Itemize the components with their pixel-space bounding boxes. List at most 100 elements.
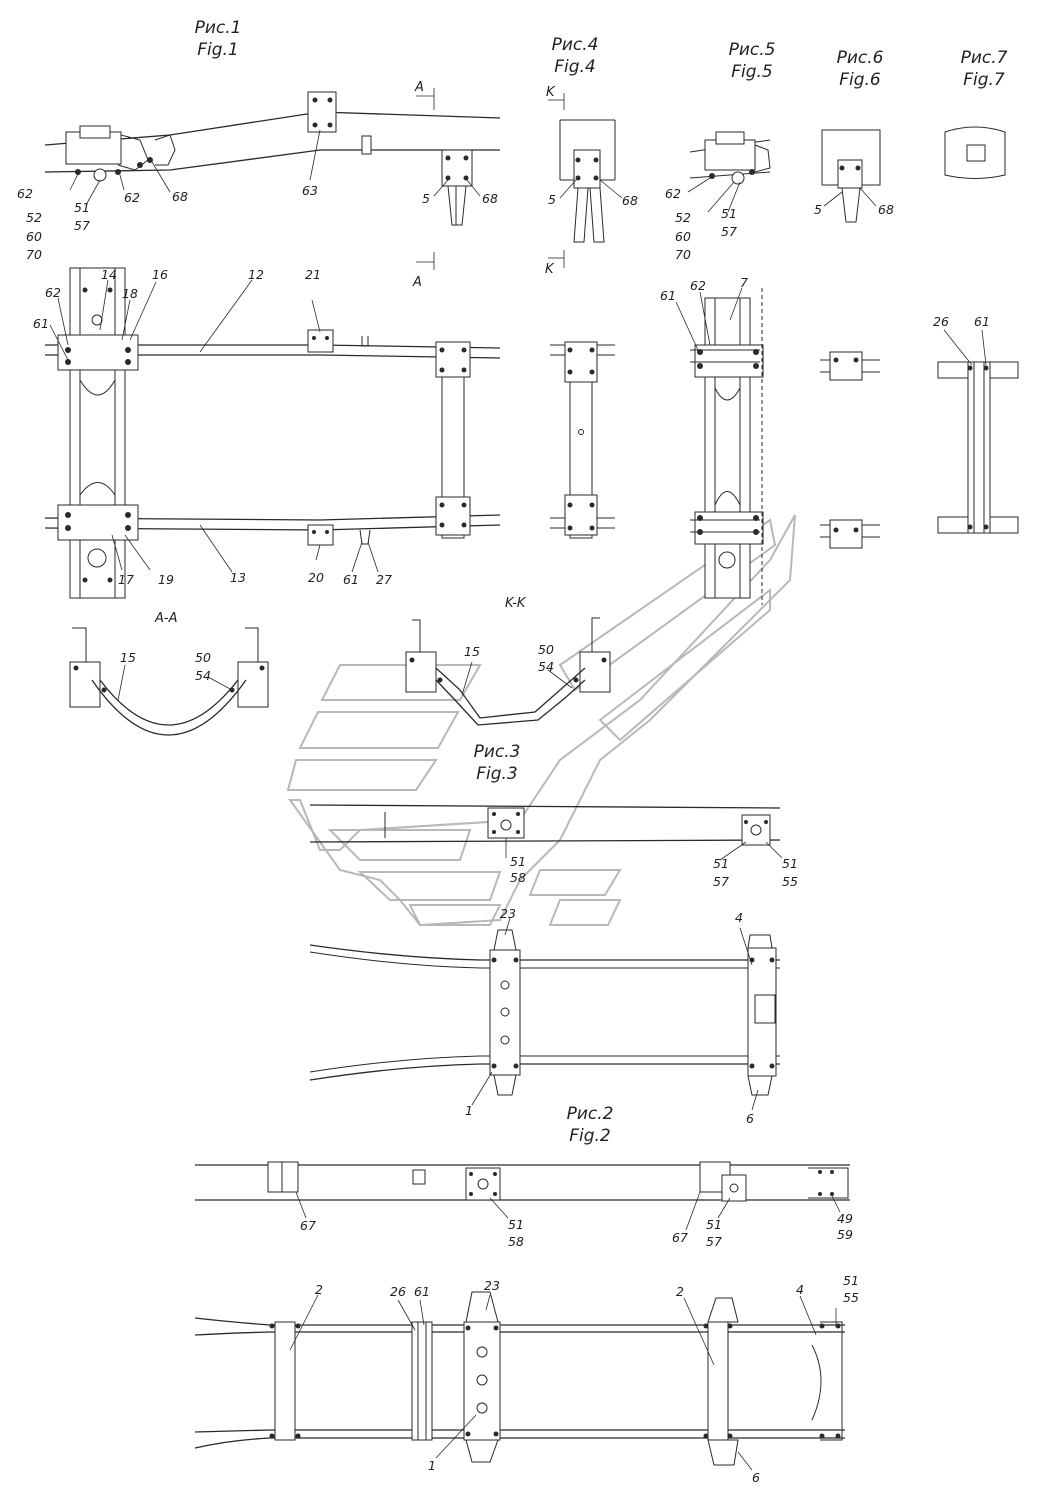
callout: 5 — [814, 202, 822, 217]
callout: 12 — [248, 267, 264, 282]
callouts: 62 52 60 70 51 57 62 68 63 5 68 5 68 62 … — [17, 183, 990, 1485]
callout: 57 — [721, 224, 737, 239]
callout: 51 — [510, 854, 526, 869]
callout: 67 — [300, 1218, 316, 1233]
callout: 51 — [74, 200, 90, 215]
callout: 58 — [510, 870, 526, 885]
callout: 21 — [305, 267, 321, 282]
fig3-side-view — [309, 804, 783, 861]
callout: 68 — [172, 189, 188, 204]
callout: 5 — [422, 191, 430, 206]
fig3-plan-view — [309, 917, 780, 1111]
section-a-top-label: A — [414, 80, 424, 95]
callout: 23 — [500, 906, 516, 921]
fig1-plan-view — [44, 267, 501, 599]
section-a-a — [69, 627, 269, 736]
callout: 68 — [482, 191, 498, 206]
callout: 51 — [782, 856, 798, 871]
fig2-title-en: Fig.2 — [569, 1126, 611, 1146]
callout: 23 — [484, 1278, 500, 1293]
callout: 1 — [428, 1458, 436, 1473]
callout: 60 — [675, 229, 691, 244]
callout: 5 — [548, 192, 556, 207]
callout: 6 — [752, 1470, 760, 1485]
callout: 50 — [538, 642, 554, 657]
callout: 52 — [675, 210, 691, 225]
fig7-title-en: Fig.7 — [963, 70, 1005, 90]
callout: 18 — [122, 286, 138, 301]
callout: 14 — [101, 267, 117, 282]
section-kk-title: K-K — [505, 596, 527, 611]
callout: 55 — [782, 874, 798, 889]
callout: 57 — [74, 218, 90, 233]
callout: 51 — [508, 1217, 524, 1232]
callout: 49 — [837, 1211, 853, 1226]
fig2-title-ru: Рис.2 — [567, 1104, 614, 1124]
callout: 4 — [735, 910, 743, 925]
callout: 70 — [675, 247, 691, 262]
callout: 15 — [464, 644, 480, 659]
callout: 62 — [17, 186, 33, 201]
callout: 61 — [33, 316, 49, 331]
callout: 68 — [878, 202, 894, 217]
callout: 62 — [45, 285, 61, 300]
callout: 54 — [195, 668, 211, 683]
fig6 — [820, 129, 881, 549]
callout: 1 — [465, 1103, 473, 1118]
callout: 13 — [230, 570, 246, 585]
callout: 20 — [308, 570, 324, 585]
callout: 62 — [665, 186, 681, 201]
callout: 54 — [538, 659, 554, 674]
callout: 62 — [124, 190, 140, 205]
callout: 52 — [26, 210, 42, 225]
fig5-title-ru: Рис.5 — [729, 40, 776, 60]
fig6-title-en: Fig.6 — [839, 70, 881, 90]
callout: 19 — [158, 572, 174, 587]
callout: 59 — [837, 1227, 853, 1242]
callout: 26 — [933, 314, 949, 329]
watermark-logo — [286, 514, 796, 927]
callout: 67 — [672, 1230, 688, 1245]
callout: 61 — [660, 288, 676, 303]
section-aa-title: A-A — [154, 611, 177, 626]
callout: 51 — [843, 1273, 859, 1288]
fig2-side-view — [195, 1161, 850, 1231]
callout: 50 — [195, 650, 211, 665]
section-a-bottom-label: A — [412, 275, 422, 290]
callout: 51 — [721, 206, 737, 221]
callout: 15 — [120, 650, 136, 665]
fig2-plan-view — [194, 1291, 845, 1471]
callout: 27 — [376, 572, 392, 587]
callout: 6 — [746, 1111, 754, 1126]
callout: 26 — [390, 1284, 406, 1299]
callout: 4 — [796, 1282, 804, 1297]
callout: 68 — [622, 193, 638, 208]
callout: 57 — [706, 1234, 722, 1249]
fig3-title-en: Fig.3 — [476, 764, 518, 784]
fig7-title-ru: Рис.7 — [961, 48, 1008, 68]
callout: 60 — [26, 229, 42, 244]
callout: 61 — [974, 314, 990, 329]
callout: 63 — [302, 183, 318, 198]
callout: 51 — [713, 856, 729, 871]
fig4-title-ru: Рис.4 — [552, 35, 599, 55]
fig6-title-ru: Рис.6 — [837, 48, 884, 68]
fig7 — [937, 126, 1019, 534]
fig5 — [675, 131, 771, 605]
fig5-title-en: Fig.5 — [731, 62, 773, 82]
section-k-bottom-label: K — [545, 262, 555, 277]
callout: 61 — [414, 1284, 430, 1299]
fig1-title-ru: Рис.1 — [195, 18, 242, 38]
fig3-title-ru: Рис.3 — [474, 742, 521, 762]
callout: 55 — [843, 1290, 859, 1305]
callout: 2 — [676, 1284, 684, 1299]
callout: 58 — [508, 1234, 524, 1249]
section-k-k — [405, 617, 611, 726]
section-k-top-label: K — [546, 85, 556, 100]
callout: 57 — [713, 874, 729, 889]
callout: 7 — [740, 275, 748, 290]
callout: 61 — [343, 572, 359, 587]
fig4 — [548, 93, 623, 539]
